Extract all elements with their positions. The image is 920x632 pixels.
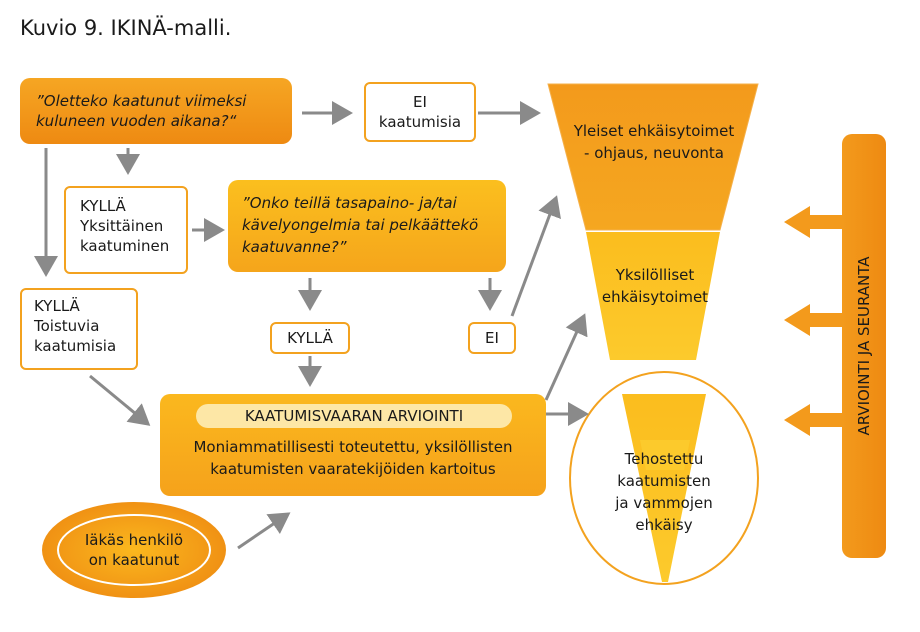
funnel-individual-text: Yksilölliset ehkäisytoimet [601,266,709,306]
assessment-body: Moniammatillisesti toteutettu, yksilölli… [193,438,513,478]
no-falls-box [364,82,476,142]
question-1-box [20,78,292,144]
yes-text: KYLLÄ [287,329,333,347]
funnel-intensified-text: Tehostettu kaatumisten ja vammojen ehkäi… [615,450,713,534]
funnel-general-segment [547,83,759,231]
figure-title: Kuvio 9. IKINÄ-malli. [20,16,232,40]
repeated-falls-text: KYLLÄ Toistuvia kaatumisia [34,297,117,355]
yes-box [270,322,350,354]
assessment-heading: KAATUMISVAARAN ARVIOINTI [244,407,464,425]
single-fall-box [64,186,188,274]
question-1-text: ”Oletteko kaatunut viimeksi kuluneen vuo… [36,92,247,130]
evaluation-side-bar [842,134,886,558]
funnel-general-text: Yleiset ehkäisytoimet - ohjaus, neuvonta [573,122,735,162]
assessment-heading-pill [196,404,512,428]
no-falls-text: EI kaatumisia [378,93,462,131]
no-text: EI [485,329,499,347]
evaluation-side-text: ARVIOINTI JA SEURANTA [855,256,873,436]
question-2-text: ”Onko teillä tasapaino- ja/tai kävelyong… [242,194,479,256]
elderly-text: Iäkäs henkilö on kaatunut [84,531,184,569]
single-fall-text: KYLLÄ Yksittäinen kaatuminen [80,197,170,255]
funnel-individual-segment [586,232,720,360]
flow-arrows [34,101,589,550]
question-2-box [228,180,506,272]
elderly-ellipse [42,502,226,598]
repeated-falls-box [20,288,138,370]
side-arrows [784,206,844,436]
no-box [468,322,516,354]
